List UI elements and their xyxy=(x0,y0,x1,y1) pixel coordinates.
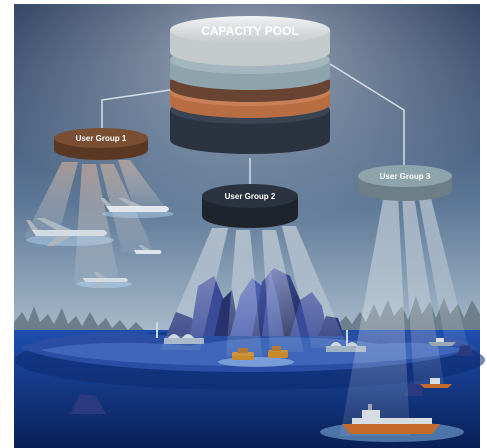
beams-group-3 xyxy=(340,194,468,436)
ship-small-1 xyxy=(420,378,452,388)
ship-small-2 xyxy=(428,338,456,346)
user-group-3-label: User Group 3 xyxy=(380,172,431,181)
sea-rocks xyxy=(70,344,474,414)
connectors xyxy=(101,63,405,186)
ship-large xyxy=(320,404,464,442)
user-group-2: User Group 2 xyxy=(202,184,298,228)
capacity-pool: CAPACITY POOL xyxy=(170,16,330,154)
ships xyxy=(320,338,464,442)
capacity-pool-label: CAPACITY POOL xyxy=(201,24,299,38)
small-jet xyxy=(134,245,162,254)
patrol-plane xyxy=(76,272,132,288)
user-group-2-label: User Group 2 xyxy=(225,192,276,201)
transport-plane xyxy=(100,198,174,218)
aircraft xyxy=(26,198,174,288)
user-group-3: User Group 3 xyxy=(358,165,452,201)
user-group-1-label: User Group 1 xyxy=(76,134,127,143)
cargo-plane-large xyxy=(26,218,114,246)
user-group-1: User Group 1 xyxy=(54,128,148,160)
beams-group-2 xyxy=(160,226,348,356)
